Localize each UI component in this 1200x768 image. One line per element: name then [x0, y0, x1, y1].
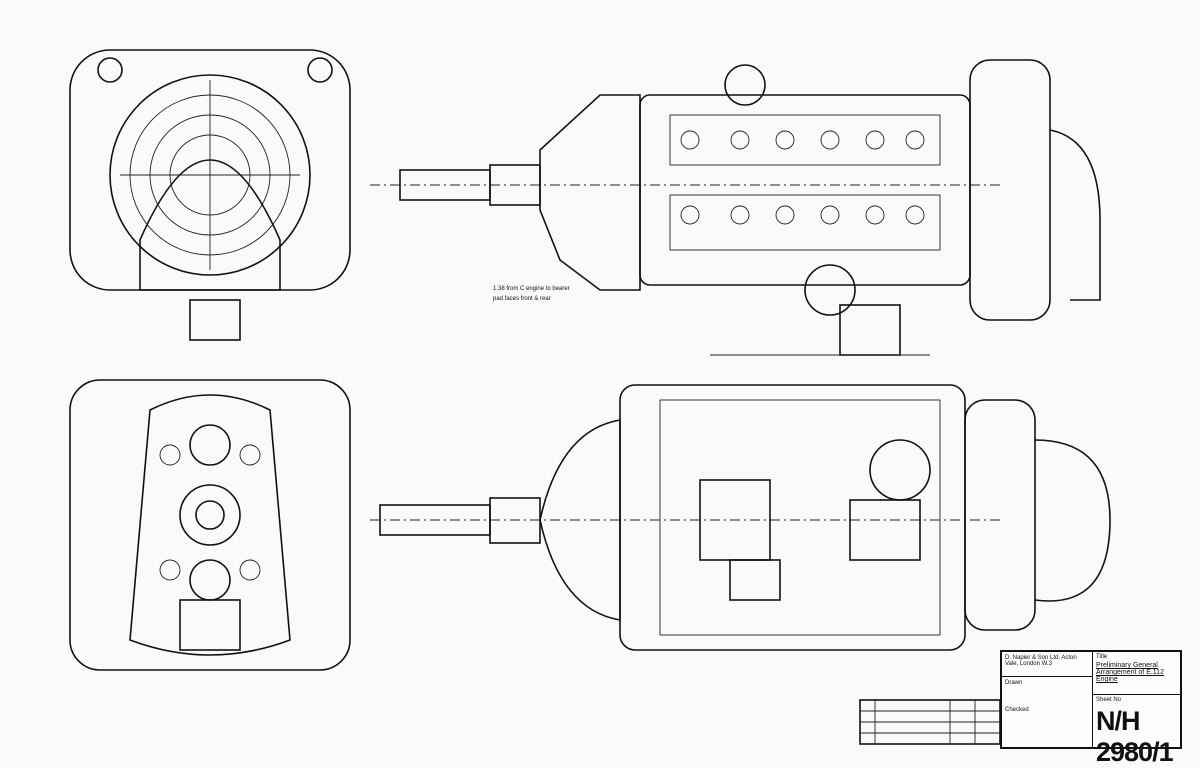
rear-view — [69, 379, 351, 671]
cylinder-row — [669, 114, 941, 251]
sheet-label: Sheet No — [1096, 697, 1122, 703]
title-label: Title — [1096, 654, 1108, 660]
drawing-title: Preliminary General Arrangement of E.112… — [1096, 662, 1164, 683]
bearer-note-1: 1.38 from C engine to bearer — [493, 286, 570, 292]
plan-view — [370, 384, 1111, 651]
drawing-number: N/H 2980/1 — [1096, 706, 1174, 767]
front-view — [69, 49, 351, 341]
company-name: D. Napier & Son Ltd. Acton Vale, London … — [1005, 655, 1077, 667]
bearer-note-2: pad faces front & rear — [493, 296, 551, 302]
title-block: D. Napier & Son Ltd. Acton Vale, London … — [1000, 650, 1182, 767]
drawn-label: Drawn — [1005, 680, 1023, 686]
side-elevation — [370, 59, 1101, 356]
revision-table — [859, 699, 1001, 745]
checked-label: Checked — [1005, 707, 1029, 713]
